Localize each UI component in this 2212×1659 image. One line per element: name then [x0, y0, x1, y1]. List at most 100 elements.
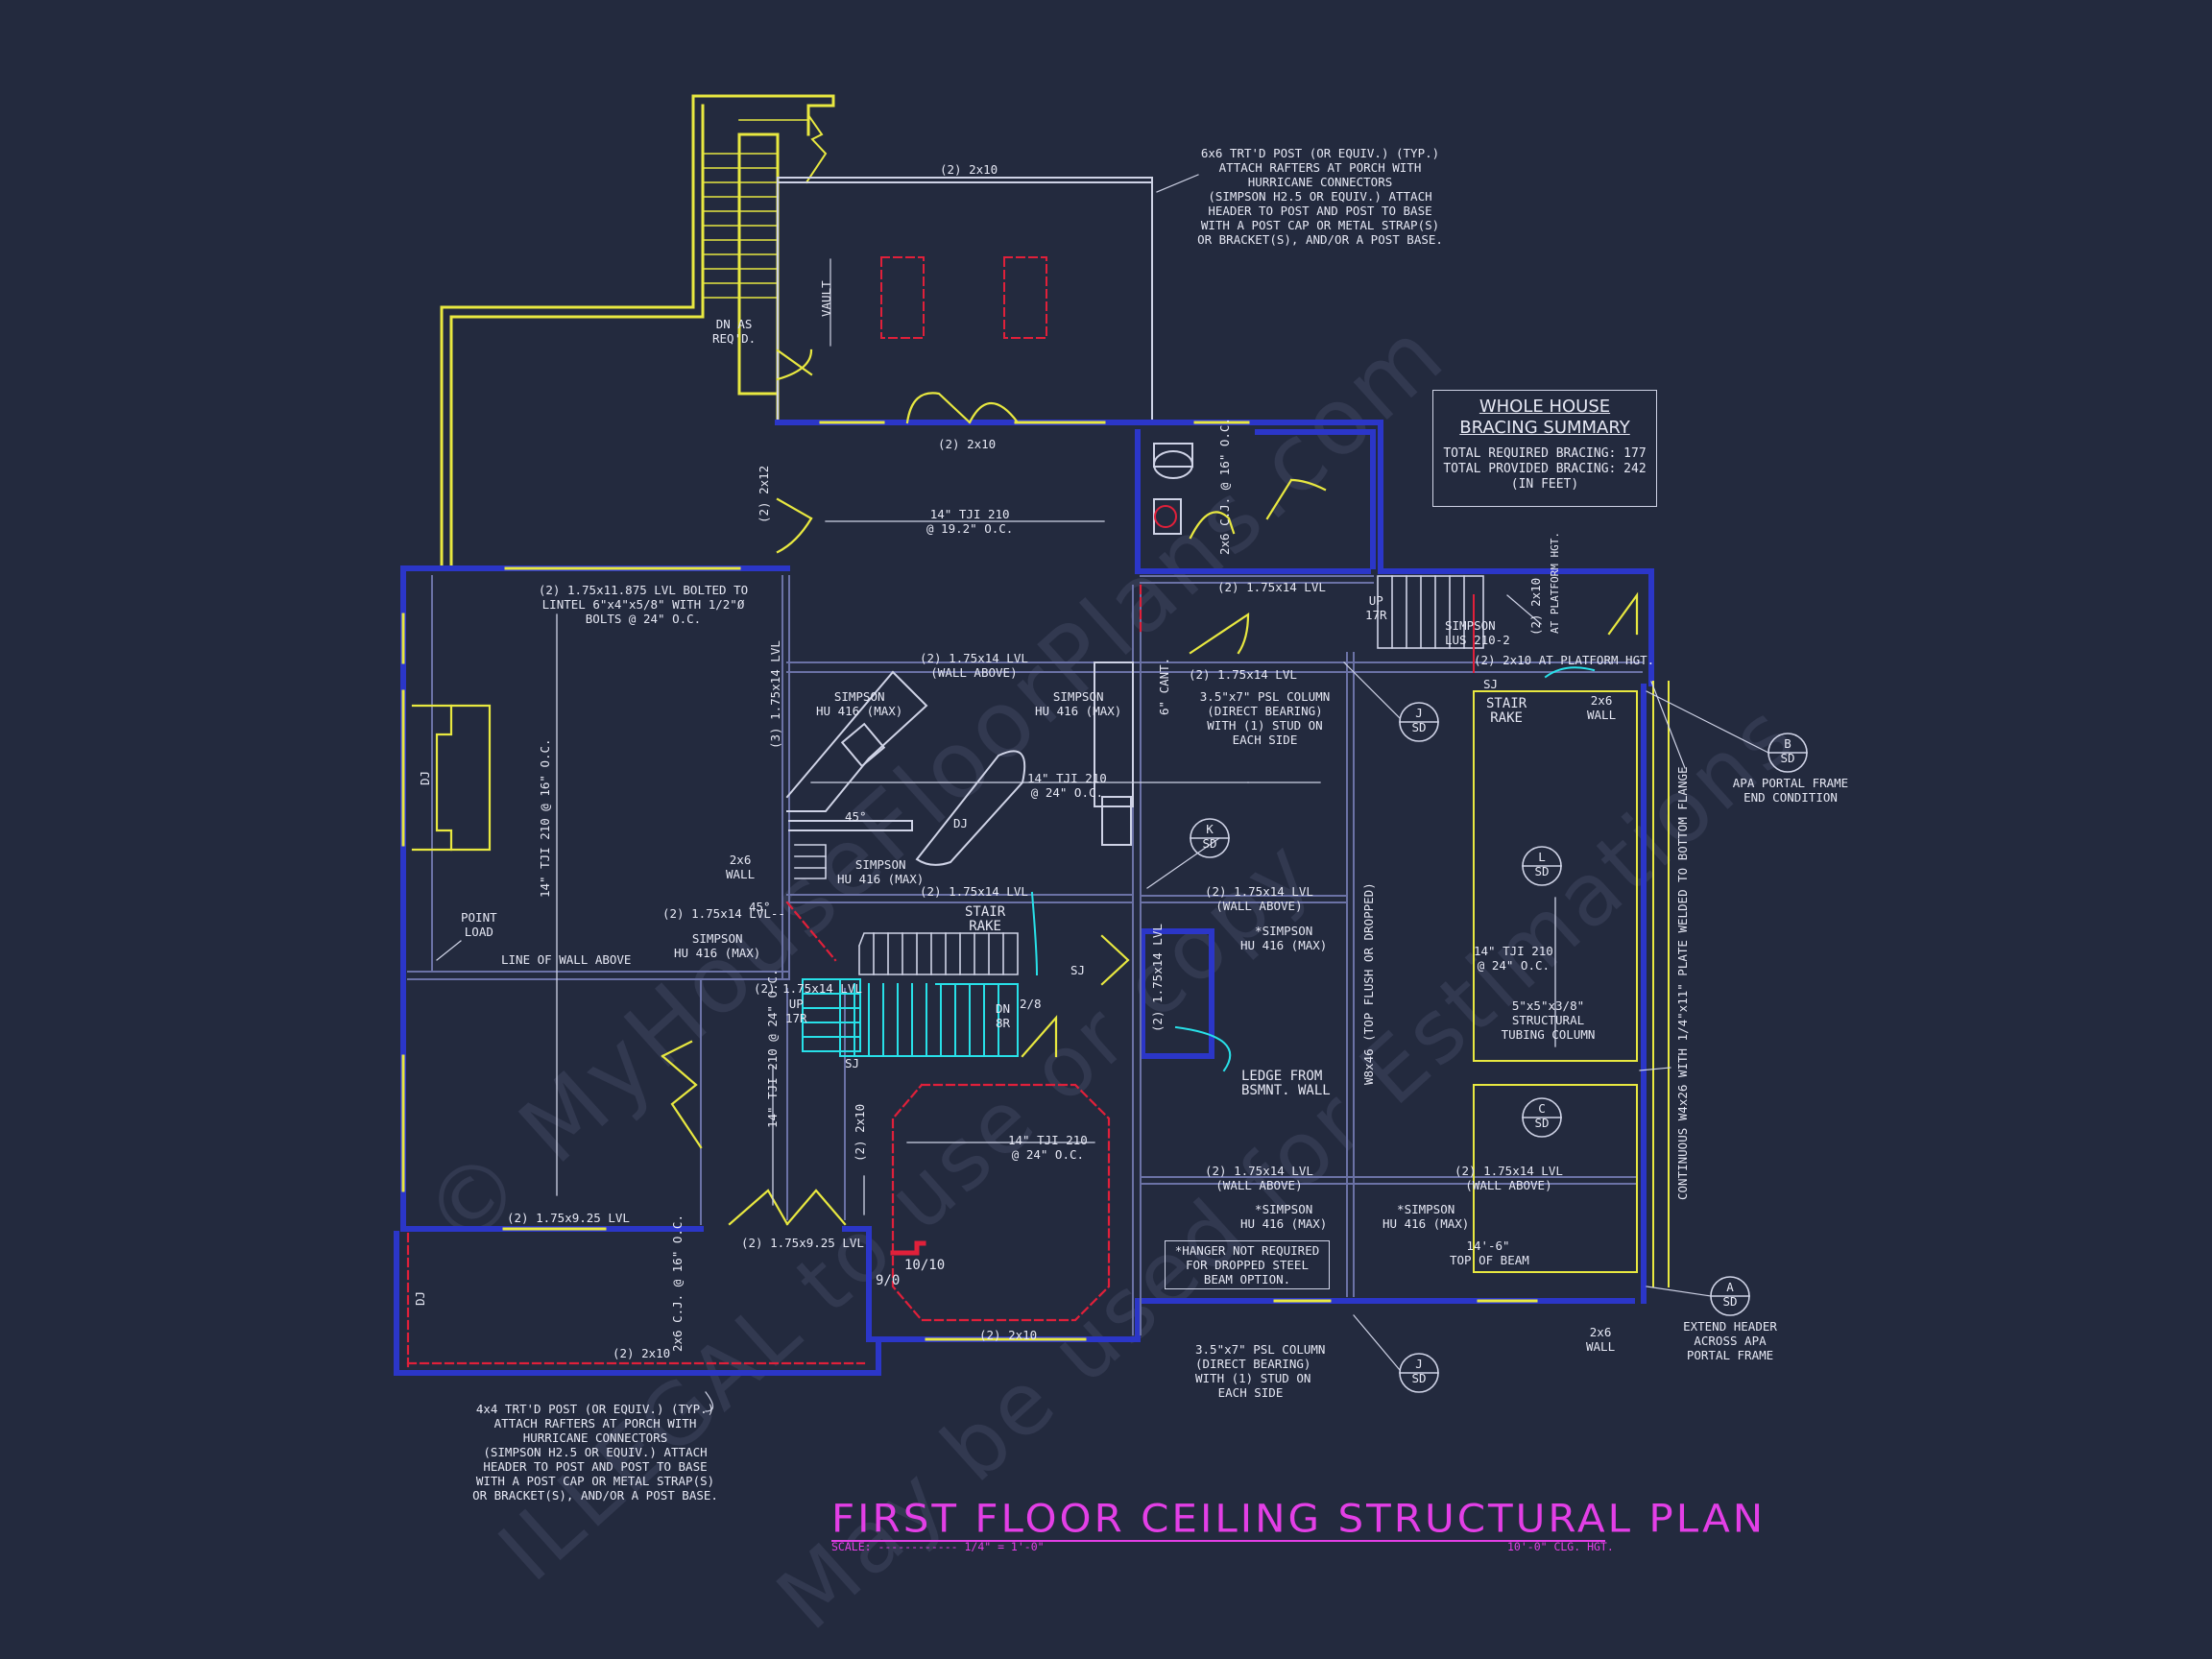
label-lvl-wall-above-5: (2) 1.75x14 LVL(WALL ABOVE) — [1205, 884, 1313, 913]
doors — [661, 349, 1639, 1226]
note-continuous-beam: CONTINUOUS W4x26 WITH 1/4"x11" PLATE WEL… — [1675, 766, 1690, 1200]
label-sj-3: SJ — [845, 1056, 860, 1070]
label-2x10-top: (2) 2x10 — [940, 162, 998, 177]
label-platform-hgt: AT PLATFORM HGT. — [1549, 532, 1561, 634]
label-platform-2x10: (2) 2x10 — [1528, 577, 1543, 636]
label-cj-2: 2x6 C.J. @ 16" O.C. — [670, 1214, 685, 1352]
label-2x12: (2) 2x12 — [757, 465, 771, 523]
note-w8x46: W8x46 (TOP FLUSH OR DROPPED) — [1361, 882, 1376, 1085]
label-lvl-wall-above-7: (2) 1.75x14 LVL(WALL ABOVE) — [1455, 1164, 1563, 1192]
label-lvl-wall-above-6: (2) 1.75x14 LVL(WALL ABOVE) — [1205, 1164, 1313, 1192]
label-lvl-left: (2) 1.75x14 LVL-- — [662, 906, 785, 921]
label-lvl-stair: (2) 1.75x14 LVL — [754, 981, 862, 996]
label-lvl-vertical-1: (3) 1.75x14 LVL — [768, 640, 782, 749]
drawing-scale: SCALE: ------------ 1/4" = 1'-0" — [831, 1540, 1045, 1553]
note-top-post: 6x6 TRT'D POST (OR EQUIV.) (TYP.)ATTACH … — [1197, 146, 1443, 247]
top-porch — [777, 177, 1153, 423]
bathroom — [1153, 443, 1193, 535]
deck-stair — [440, 94, 835, 568]
windows — [401, 421, 1538, 1341]
interior-walls — [407, 575, 1643, 1335]
label-platform: (2) 2x10 AT PLATFORM HGT. — [1474, 653, 1655, 667]
label-dj-2: DJ — [418, 770, 432, 785]
bracing-title-1: WHOLE HOUSE — [1479, 397, 1611, 417]
red-dashed — [406, 584, 1142, 1370]
label-lvl-2: (2) 1.75x14 LVL — [1189, 667, 1297, 682]
bracing-title-2: BRACING SUMMARY — [1459, 418, 1630, 438]
note-top-of-beam: 14'-6"TOP OF BEAM — [1450, 1238, 1529, 1267]
note-bottom-post: 4x4 TRT'D POST (OR EQUIV.) (TYP.)ATTACH … — [472, 1402, 718, 1503]
note-psl-top: 3.5"x7" PSL COLUMN(DIRECT BEARING)WITH (… — [1199, 689, 1331, 747]
vault-red — [880, 256, 1047, 339]
label-cj-1: 2x6 C.J. @ 16" O.C. — [1217, 418, 1232, 555]
label-10-10: 10/10 — [904, 1258, 946, 1273]
right-rooms — [1473, 681, 1670, 1287]
bracing-required: TOTAL REQUIRED BRACING: 177 — [1443, 446, 1647, 461]
drawing-title: FIRST FLOOR CEILING STRUCTURAL PLAN — [831, 1496, 1767, 1541]
label-tji-19: 14" TJI 210@ 19.2" O.C. — [926, 507, 1014, 536]
span-arrows — [556, 520, 1556, 1215]
label-2x10-porch: (2) 2x10 — [613, 1346, 671, 1360]
deck-stair-treads — [702, 113, 828, 299]
label-sj-2: SJ — [1070, 963, 1086, 977]
bracing-units: (IN FEET) — [1510, 477, 1579, 492]
label-lvl925-1: (2) 1.75x9.25 LVL — [507, 1211, 630, 1225]
bracing-provided: TOTAL PROVIDED BRACING: 242 — [1443, 462, 1647, 476]
label-lvl925-2: (2) 1.75x9.25 LVL — [741, 1236, 864, 1250]
label-tji-24-kitchen: 14" TJI 210@ 24" O.C. — [1027, 771, 1107, 800]
label-dj-1: DJ — [953, 816, 969, 830]
label-45-deg-1: 45° — [845, 809, 867, 824]
label-2x10-vertical: (2) 2x10 — [853, 1103, 867, 1162]
label-2x10-bottom: (2) 2x10 — [979, 1328, 1038, 1342]
bracing-summary-box: WHOLE HOUSE BRACING SUMMARY TOTAL REQUIR… — [1432, 390, 1657, 507]
label-dj-3: DJ — [413, 1290, 427, 1306]
label-lvl-vertical-2: (2) 1.75x14 LVL — [1150, 924, 1165, 1032]
label-2x10-mid: (2) 2x10 — [938, 437, 997, 451]
upper-stair — [794, 575, 1484, 975]
label-tji-24-lower: 14" TJI 210@ 24" O.C. — [1008, 1133, 1088, 1162]
main-stair — [802, 666, 1596, 1072]
note-psl-bottom: 3.5"x7" PSL COLUMN(DIRECT BEARING)WITH (… — [1195, 1342, 1326, 1400]
callout-circles — [1190, 702, 1808, 1393]
label-9-0: 9/0 — [876, 1273, 901, 1288]
label-lvl-wall-above-1: (2) 1.75x14 LVL(WALL ABOVE) — [920, 651, 1028, 680]
title-underline — [831, 1540, 1605, 1542]
label-sj-1: SJ — [1483, 677, 1499, 691]
leader-lines — [436, 174, 1769, 1412]
note-vault: VAULT — [819, 280, 833, 317]
label-cant: 6" CANT. — [1157, 657, 1171, 715]
label-45-deg-2: 45° — [749, 900, 771, 914]
